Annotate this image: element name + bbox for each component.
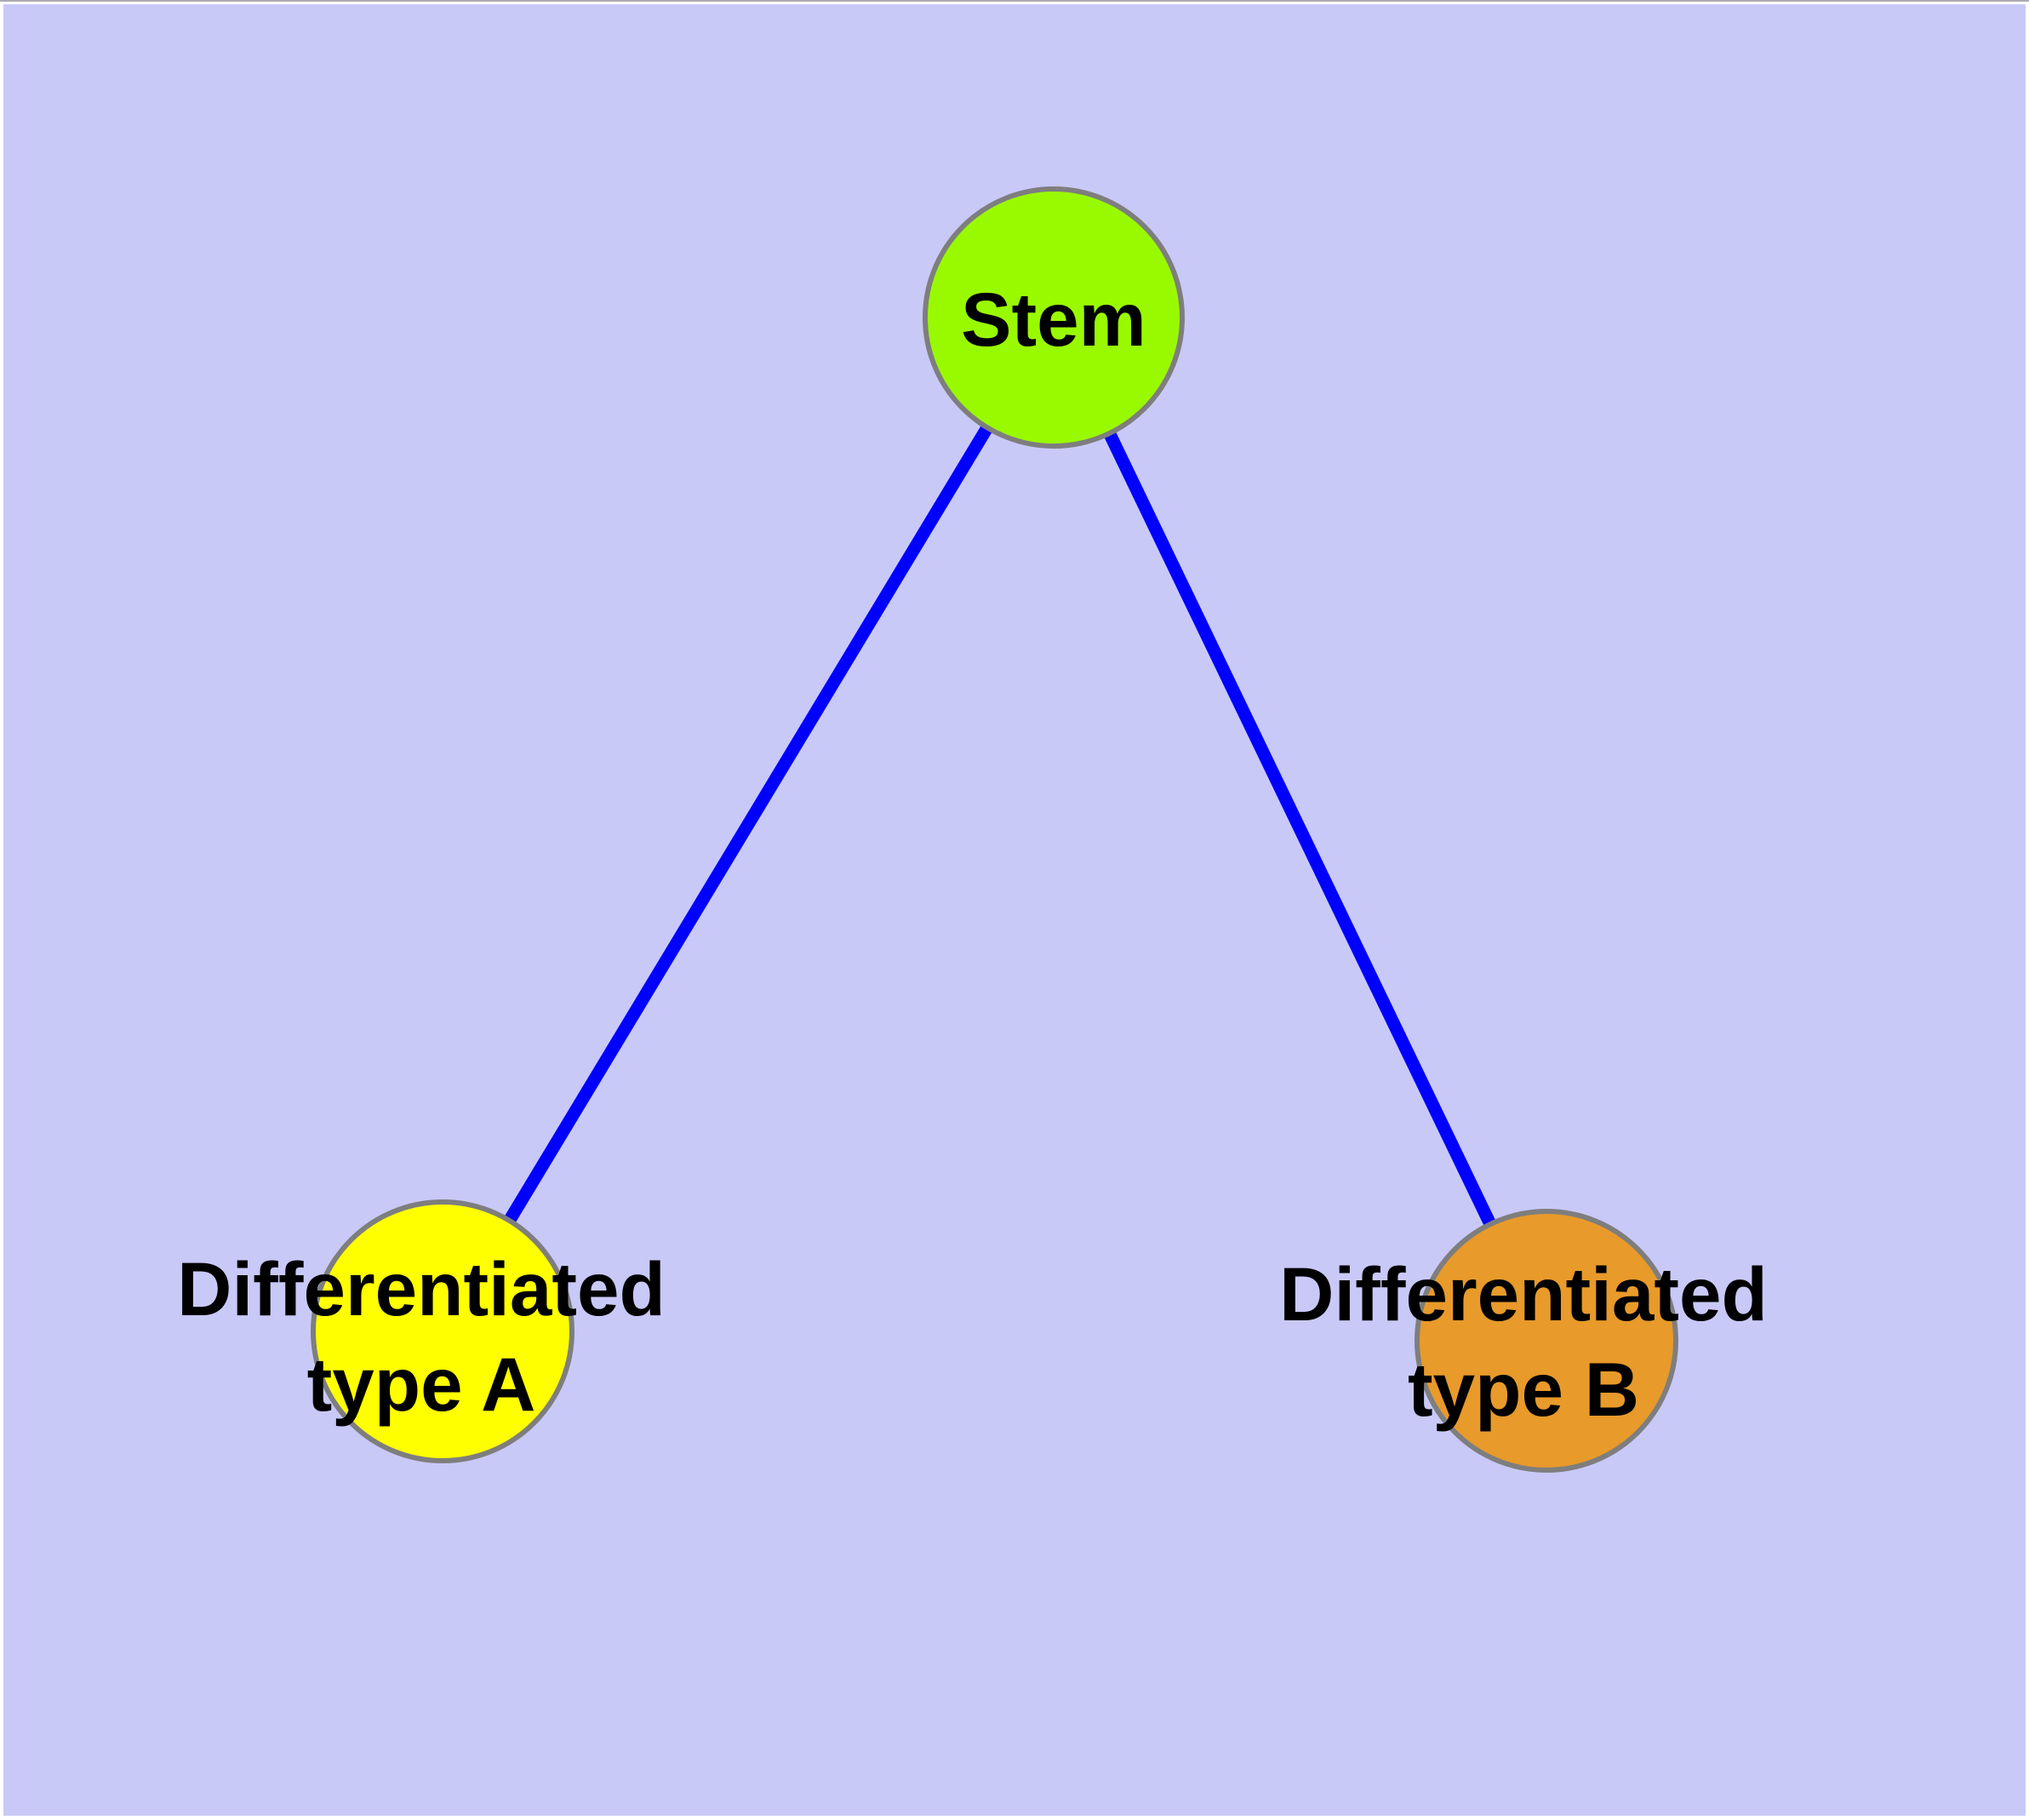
node-differentiated-type-a-circle[interactable]	[311, 1199, 574, 1463]
node-differentiated-type-b-circle[interactable]	[1415, 1209, 1678, 1473]
graph-svg	[311, 186, 1678, 1473]
edge-stem-to-type-b	[1048, 314, 1552, 1344]
edge-stem-to-type-a	[437, 314, 1060, 1335]
diagram-canvas: Stem Differentiated type A Differentiate…	[3, 4, 2026, 1816]
node-stem-circle[interactable]	[923, 186, 1185, 449]
window-top-rule	[0, 0, 2029, 2]
